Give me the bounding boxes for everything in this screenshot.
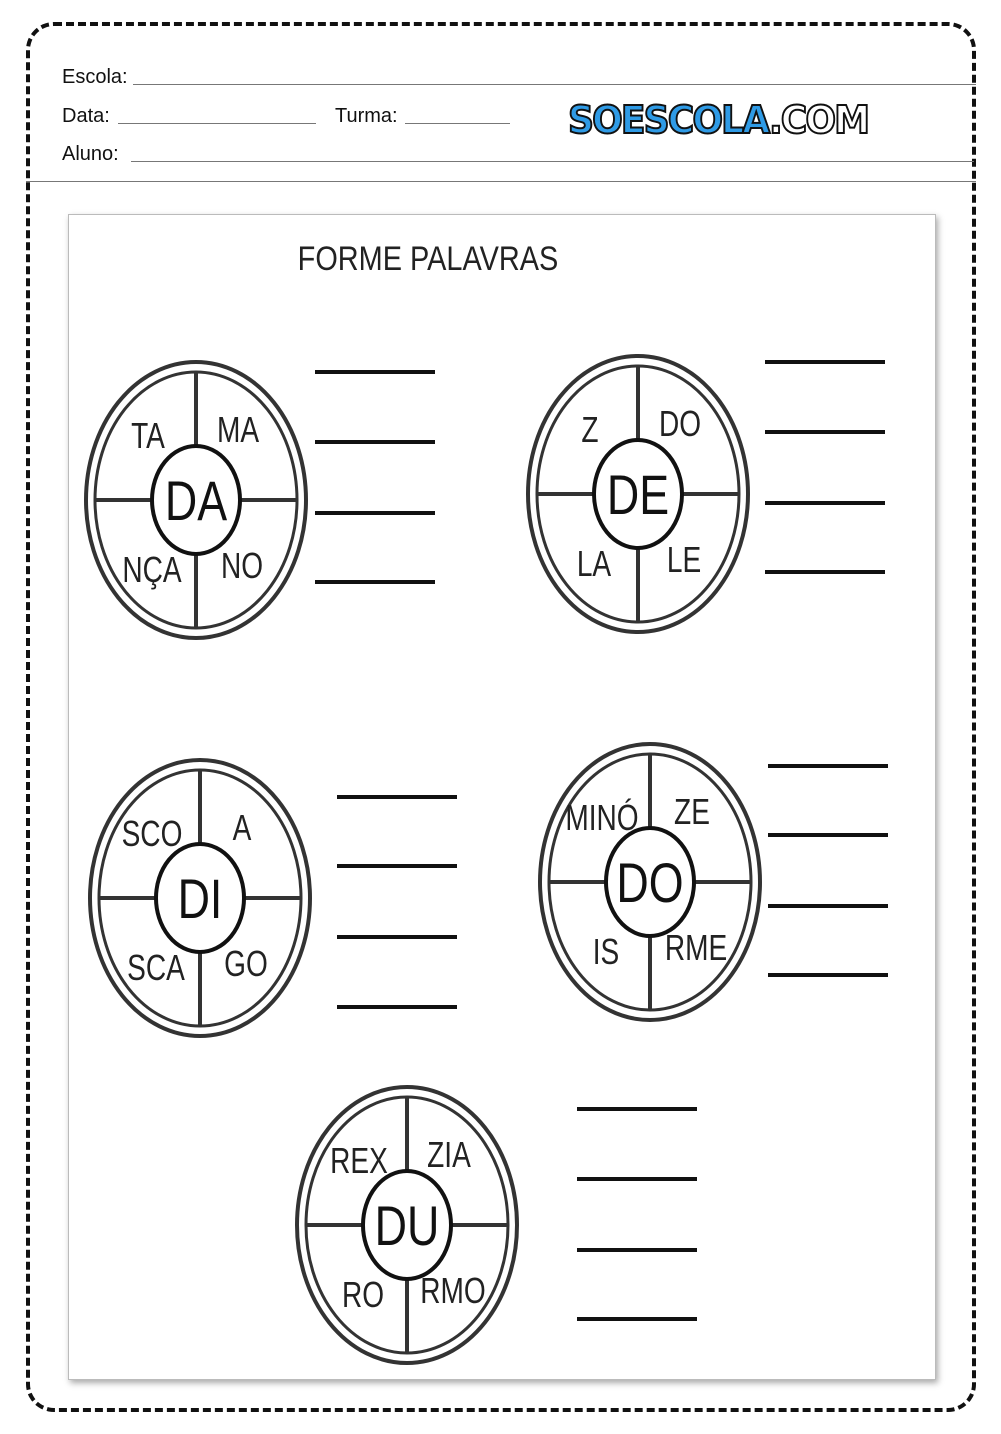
wheel-syllable: RME <box>665 928 727 968</box>
syllable-wheel: DO MINÓ ZE IS RME <box>538 742 762 1022</box>
wheel-syllable: DO <box>659 404 701 444</box>
wheel-syllable: SCA <box>127 948 185 988</box>
wheel-syllable: Z <box>581 410 598 450</box>
wheel-center-syllable: DU <box>375 1194 440 1257</box>
wheel-syllable: IS <box>593 932 620 972</box>
wheel-center-circle <box>154 842 246 954</box>
wheel-center-syllable: DO <box>616 851 683 914</box>
logo-text-main: SOESCOLA <box>567 97 772 143</box>
wheel-syllable: MA <box>217 410 260 450</box>
wheel-syllable: NO <box>221 546 263 586</box>
wheel-center-syllable: DE <box>607 463 669 526</box>
wheel-syllable: RO <box>342 1275 384 1315</box>
wheel-syllable: ZE <box>674 792 710 832</box>
wheel-outer-ring <box>295 1085 519 1365</box>
wheel-syllable: GO <box>224 944 268 984</box>
school-field[interactable] <box>133 84 976 85</box>
school-label: Escola: <box>62 66 128 88</box>
wheel-syllable: NÇA <box>122 550 182 590</box>
class-label: Turma: <box>335 105 398 127</box>
wheel-center-circle <box>150 444 242 556</box>
soescola-logo: SOESCOLA.COM <box>567 97 871 143</box>
wheel-syllable: MINÓ <box>565 798 638 838</box>
wheel-center-syllable: DI <box>178 867 223 930</box>
wheel-syllable: ZIA <box>427 1135 471 1175</box>
student-field[interactable] <box>131 161 974 162</box>
wheel-syllable: A <box>233 808 252 848</box>
worksheet-title: FORME PALAVRAS <box>298 239 559 278</box>
wheel-syllable: TA <box>131 416 165 456</box>
wheel-syllable: RMO <box>420 1271 485 1311</box>
wheel-outer-ring <box>538 742 762 1022</box>
wheel-syllable: LE <box>667 540 701 580</box>
logo-text-domain: .COM <box>768 97 871 143</box>
wheel-center-syllable: DA <box>165 469 227 532</box>
wheel-center-circle <box>361 1169 453 1281</box>
student-label: Aluno: <box>62 143 119 165</box>
wheel-outer-ring <box>84 360 308 640</box>
date-field[interactable] <box>118 123 316 124</box>
date-label: Data: <box>62 105 110 127</box>
syllable-wheel: DU REX ZIA RO RMO <box>295 1085 519 1365</box>
wheel-syllable: LA <box>577 544 612 584</box>
wheel-center-circle <box>592 438 684 550</box>
wheel-outer-ring <box>88 758 312 1038</box>
syllable-wheel: DEZ DO LA LE <box>526 354 750 634</box>
class-field[interactable] <box>405 123 510 124</box>
dashed-page-border <box>26 22 976 1412</box>
wheel-syllable: SCO <box>122 814 183 854</box>
wheel-outer-ring <box>526 354 750 634</box>
syllable-wheel: DI SCO A SCA GO <box>88 758 312 1038</box>
wheel-center-circle <box>604 826 696 938</box>
wheel-syllable: REX <box>330 1141 388 1181</box>
header-divider <box>26 181 976 182</box>
